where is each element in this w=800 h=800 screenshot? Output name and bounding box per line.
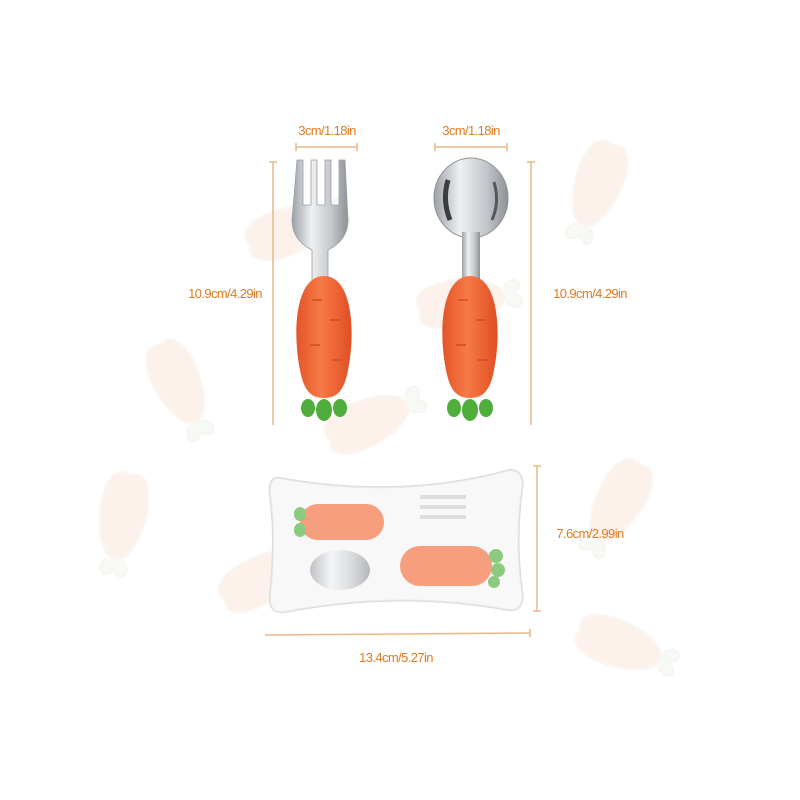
case-width-label: 13.4cm/5.27in (359, 650, 433, 665)
spoon-width-label: 3cm/1.18in (442, 123, 500, 138)
background-carrot-icons (88, 134, 685, 689)
fork-illustration (291, 159, 352, 421)
travel-case-illustration (268, 468, 524, 614)
spoon-length-label: 10.9cm/4.29in (553, 286, 627, 301)
fork-width-label: 3cm/1.18in (298, 123, 356, 138)
fork-length-label: 10.9cm/4.29in (188, 286, 262, 301)
dimension-lines (264, 143, 541, 637)
spoon-illustration (433, 157, 509, 421)
case-height-label: 7.6cm/2.99in (556, 526, 624, 541)
